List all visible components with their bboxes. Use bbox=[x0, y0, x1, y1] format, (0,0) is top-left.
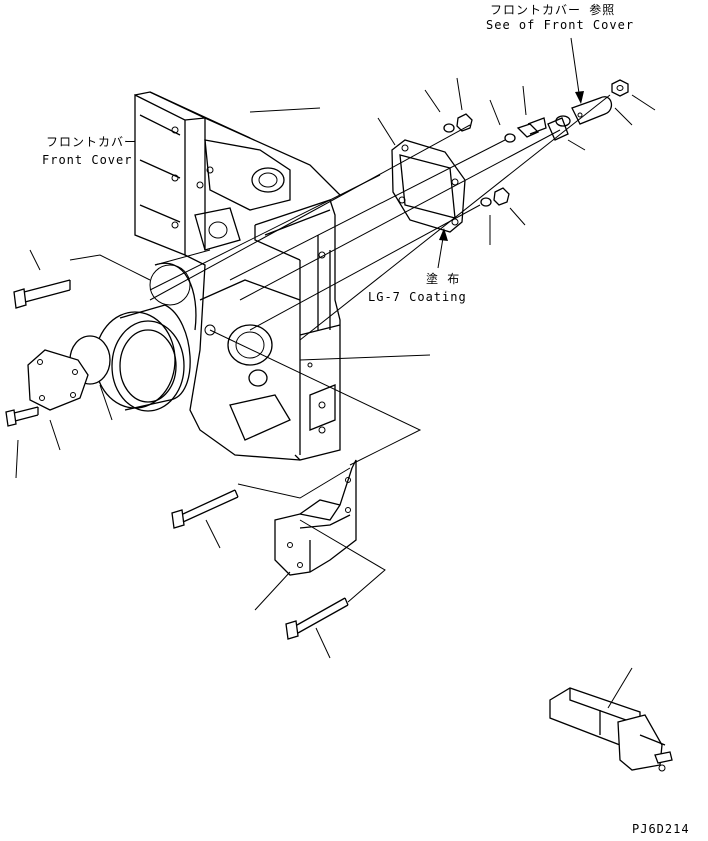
front-cover-ref-jp-label: フロントカバー 参照 bbox=[490, 3, 616, 17]
oil-seal bbox=[94, 304, 191, 412]
long-bolt-left bbox=[13, 279, 71, 309]
washer-nut-upper bbox=[443, 113, 510, 207]
front-cover-ref-en-label: See of Front Cover bbox=[486, 18, 635, 32]
cover-plate-left bbox=[27, 349, 89, 411]
coating-en-label: LG-7 Coating bbox=[368, 290, 467, 304]
front-cover-jp-label: フロントカバー bbox=[46, 135, 138, 149]
bracket-bolt-upper bbox=[171, 489, 239, 529]
drawing-code-label: PJ6D214 bbox=[632, 822, 690, 836]
nut-top-right bbox=[611, 79, 629, 97]
leader-lines bbox=[15, 37, 656, 709]
special-tool bbox=[549, 687, 673, 772]
coating-jp-label: 塗 布 bbox=[426, 272, 461, 286]
front-cover-casting bbox=[134, 91, 341, 461]
front-cover-en-label: Front Cover bbox=[42, 153, 133, 167]
bolt-small-left bbox=[5, 406, 39, 427]
bracket bbox=[274, 459, 357, 576]
stud-bolt bbox=[504, 117, 547, 143]
bracket-bolt-lower bbox=[285, 597, 349, 640]
spacer-sleeve bbox=[547, 115, 571, 141]
